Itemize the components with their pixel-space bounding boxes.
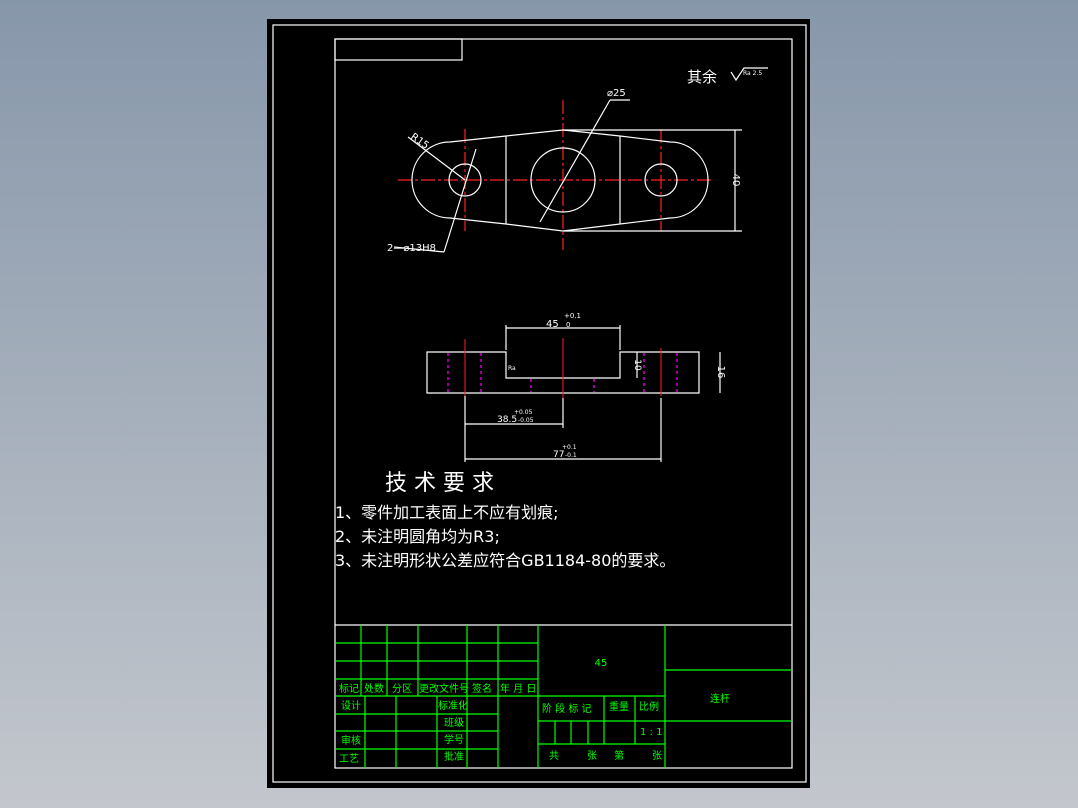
center-hole [530,147,596,213]
left-hole [448,163,482,197]
inner-frame [334,38,793,769]
svg-text:工艺: 工艺 [339,753,359,765]
svg-text:重量: 重量 [609,700,629,713]
svg-text:张: 张 [587,750,597,762]
part-name: 连杆 [710,692,730,705]
svg-text:标记: 标记 [339,683,359,695]
svg-text:设计: 设计 [341,699,361,712]
svg-text:+0.05: +0.05 [514,409,533,416]
title-block: 45 连杆 标记 处数 分区 更改文件号 签名 年 月 日 设计 标准化 班级 … [335,624,792,768]
svg-text:3、未注明形状公差应符合GB1184-80的要求。: 3、未注明形状公差应符合GB1184-80的要求。 [335,551,675,570]
svg-text:更改文件号: 更改文件号 [419,682,469,695]
svg-text:阶 段 标 记: 阶 段 标 记 [542,702,592,715]
svg-text:1、零件加工表面上不应有划痕;: 1、零件加工表面上不应有划痕; [335,503,559,522]
svg-text:Ra: Ra [508,365,516,372]
requirements-title: 技 术 要 求 [385,471,494,496]
svg-text:张: 张 [652,750,662,762]
technical-requirements: 技 术 要 求 1、零件加工表面上不应有划痕; 2、未注明圆角均为R3; 3、未… [335,471,675,570]
side-outline [426,351,700,394]
svg-text:⌀25: ⌀25 [607,88,626,99]
svg-text:-0.1: -0.1 [565,452,577,459]
svg-text:处数: 处数 [364,682,384,695]
svg-text:+0.1: +0.1 [564,312,581,320]
svg-text:38.5: 38.5 [497,415,517,425]
code-box [334,38,463,61]
link-outline [411,129,709,232]
svg-text:0: 0 [566,321,570,329]
side-view: 45 +0.1 0 10 16 Ra 38.5 +0.05 -0.05 77 +… [426,312,726,462]
svg-text:1 : 1: 1 : 1 [640,727,662,738]
svg-text:+0.1: +0.1 [562,444,577,451]
right-hole [644,163,678,197]
svg-text:77: 77 [553,450,564,460]
svg-text:比例: 比例 [639,700,659,713]
roughness-symbol: Ra 2.5 [730,67,768,82]
surface-note: 其余 [687,68,717,86]
svg-text:共: 共 [549,750,559,762]
svg-text:审核: 审核 [341,734,361,747]
svg-text:年 月 日: 年 月 日 [500,682,536,695]
svg-text:第: 第 [614,749,624,762]
svg-text:16: 16 [715,366,726,379]
svg-text:45: 45 [546,319,559,330]
outer-border [272,24,807,783]
svg-text:班级: 班级 [444,717,464,729]
svg-text:批准: 批准 [444,750,464,763]
svg-text:-0.05: -0.05 [518,417,534,424]
svg-text:10: 10 [632,359,642,371]
svg-text:标准化: 标准化 [438,699,468,712]
svg-text:40: 40 [730,174,741,187]
svg-text:2、未注明圆角均为R3;: 2、未注明圆角均为R3; [335,527,500,546]
svg-text:学号: 学号 [444,733,464,746]
material: 45 [595,658,608,669]
svg-text:签名: 签名 [472,682,492,695]
svg-text:Ra 2.5: Ra 2.5 [743,70,762,77]
svg-text:分区: 分区 [392,683,412,695]
svg-text:2—⌀13H8: 2—⌀13H8 [387,243,436,254]
